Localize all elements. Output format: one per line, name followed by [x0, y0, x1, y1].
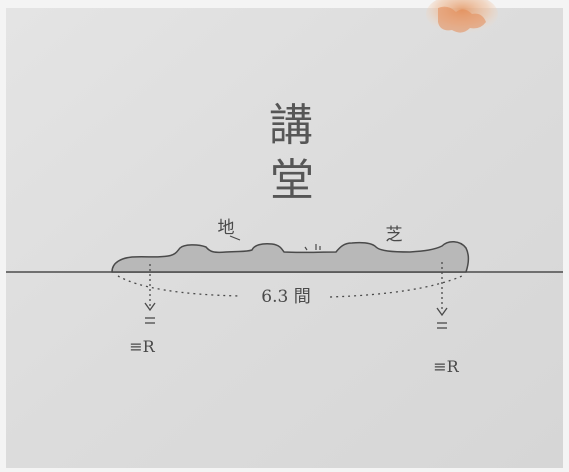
ink-stain [426, 0, 498, 34]
span-dimension-line [117, 275, 463, 298]
right-pillar-marker [436, 262, 448, 329]
title-char-1: 講 [269, 100, 313, 151]
building-section [111, 235, 470, 273]
left-pillar-marker [144, 264, 156, 324]
title-char-2: 堂 [270, 155, 314, 206]
paper-sheet [6, 8, 563, 468]
right-marker-label: ≡R [433, 357, 459, 376]
span-label: 6.3 間 [261, 287, 310, 307]
ground-label-left: 地 [218, 218, 235, 238]
ground-label-right: 芝 [386, 225, 403, 245]
left-marker-label: ≡R [129, 337, 155, 356]
